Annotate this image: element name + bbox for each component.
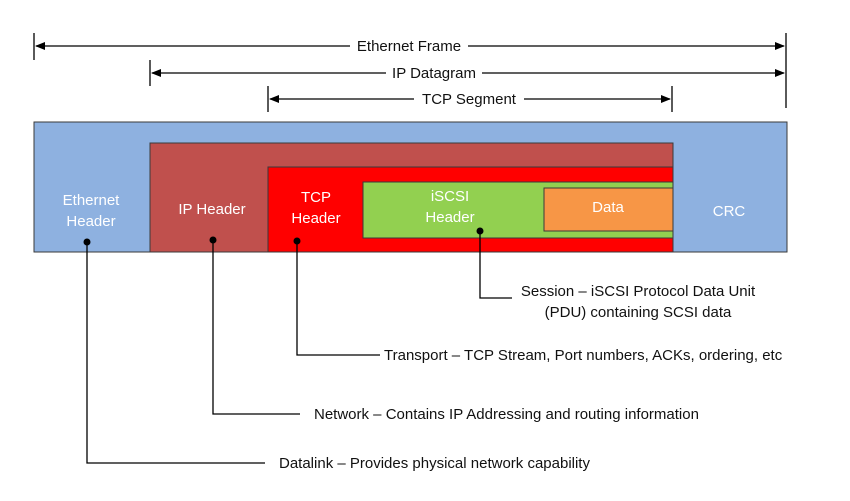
callout-leader	[479, 231, 512, 299]
data-block	[543, 187, 674, 232]
callout-transport: Transport – TCP Stream, Port numbers, AC…	[293, 237, 783, 364]
callout-session-text-1: Session – iSCSI Protocol Data Unit	[521, 283, 756, 300]
span-tcp-segment: TCP Segment	[267, 86, 673, 112]
span-ip-datagram: IP Datagram	[149, 60, 785, 86]
data-label: Data	[592, 199, 624, 216]
tcp-header-label-1: TCP	[301, 189, 331, 206]
span-label-tcp-segment: TCP Segment	[422, 91, 517, 108]
callout-session: Session – iSCSI Protocol Data Unit (PDU)…	[476, 227, 756, 321]
callout-leader	[212, 240, 300, 415]
tcp-header-label-2: Header	[291, 210, 340, 227]
callout-datalink-text: Datalink – Provides physical network cap…	[279, 455, 590, 472]
callout-session-text-2: (PDU) containing SCSI data	[545, 304, 732, 321]
ethernet-header-label-2: Header	[66, 213, 115, 230]
span-label-ethernet-frame: Ethernet Frame	[357, 38, 461, 55]
iscsi-header-label-1: iSCSI	[431, 188, 469, 205]
callout-network-text: Network – Contains IP Addressing and rou…	[314, 406, 699, 423]
crc-label: CRC	[713, 203, 746, 220]
callout-datalink: Datalink – Provides physical network cap…	[83, 238, 590, 472]
span-label-ip-datagram: IP Datagram	[392, 65, 476, 82]
span-ethernet-frame: Ethernet Frame	[33, 33, 787, 108]
callout-leader	[296, 241, 380, 356]
ip-header-label: IP Header	[178, 201, 245, 218]
ethernet-header-label-1: Ethernet	[63, 192, 121, 209]
callout-leader	[86, 242, 265, 464]
iscsi-header-label-2: Header	[425, 209, 474, 226]
callout-transport-text: Transport – TCP Stream, Port numbers, AC…	[384, 347, 783, 364]
callout-network: Network – Contains IP Addressing and rou…	[209, 236, 699, 423]
